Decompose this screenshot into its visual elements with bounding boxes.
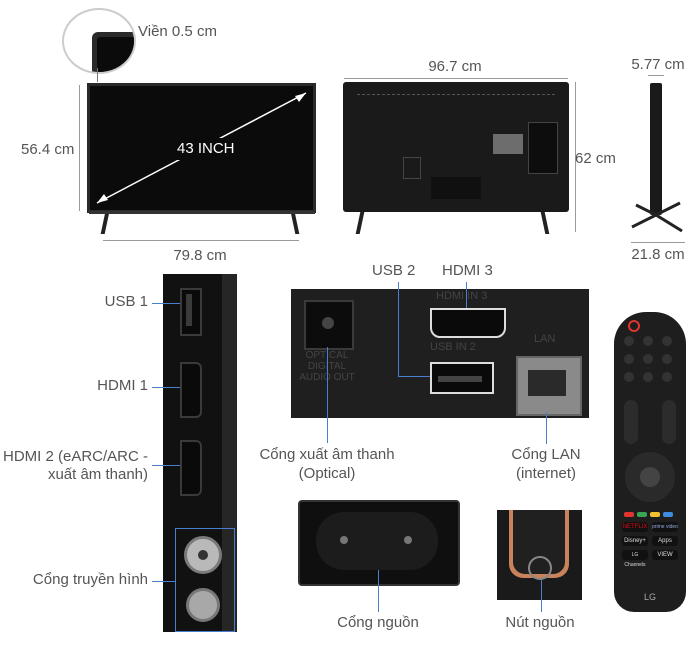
hdmi2-port [180, 440, 202, 496]
remote-brand-logo: LG [643, 592, 656, 602]
usb2-silk-label: USB IN 2 [430, 341, 476, 353]
power-button-panel [497, 510, 582, 600]
optical-port [304, 300, 354, 350]
optical-label: Cổng xuất âm thanh (Optical) [259, 446, 395, 482]
antenna-port-box [175, 528, 235, 632]
bezel-zoom [62, 8, 136, 74]
hdmi3-port [430, 308, 506, 338]
antenna-port-2 [186, 588, 220, 622]
remote-number-pad [622, 334, 678, 394]
diagonal-label: 43 INCH [177, 140, 235, 157]
hdmi3-label: HDMI 3 [442, 262, 493, 279]
remote-app-netflix: NETFLIX [622, 522, 648, 532]
tv-back-panel [343, 82, 569, 212]
usb1-port [180, 288, 202, 336]
height-back-label: 62 cm [575, 150, 616, 167]
lan-port [516, 356, 582, 416]
usb2-label: USB 2 [372, 262, 416, 279]
depth-top-label: 5.77 cm [631, 56, 685, 73]
hdmi1-port [180, 362, 202, 418]
remote-dpad [625, 452, 675, 502]
remote-app-lgchannels: LG Channels [622, 550, 648, 568]
side-stand [631, 201, 683, 233]
height-front-label: 56.4 cm [21, 141, 75, 158]
width-front-label: 79.8 cm [173, 247, 227, 264]
hdmi2-label: HDMI 2 (eARC/ARC - xuất âm thanh) [2, 448, 148, 483]
remote-app-disney: Disney+ [622, 536, 648, 546]
remote-app-apps: Apps [652, 536, 678, 546]
usb1-label: USB 1 [104, 293, 148, 310]
power-port-label: Cổng nguồn [337, 614, 419, 631]
depth-base-label: 21.8 cm [631, 246, 685, 263]
usb2-port [430, 362, 494, 394]
power-port [298, 500, 460, 586]
lan-label: Cổng LAN (internet) [511, 446, 581, 482]
remote-app-prime: prime video [652, 522, 678, 532]
lan-silk-label: LAN [534, 333, 556, 345]
remote-power-icon [628, 320, 640, 332]
antenna-label: Cổng truyền hình [32, 571, 148, 588]
remote-app-view: VIEW [652, 550, 678, 560]
hdmi1-label: HDMI 1 [97, 377, 148, 394]
hdmi3-silk-label: HDMI IN 3 [436, 290, 488, 302]
tv-side-profile [650, 83, 662, 215]
power-button-icon [528, 556, 552, 580]
width-back-label: 96.7 cm [428, 58, 482, 75]
antenna-port-1 [184, 536, 222, 574]
bezel-label: Viền 0.5 cm [138, 23, 217, 40]
power-button-label: Nút nguồn [505, 614, 575, 631]
